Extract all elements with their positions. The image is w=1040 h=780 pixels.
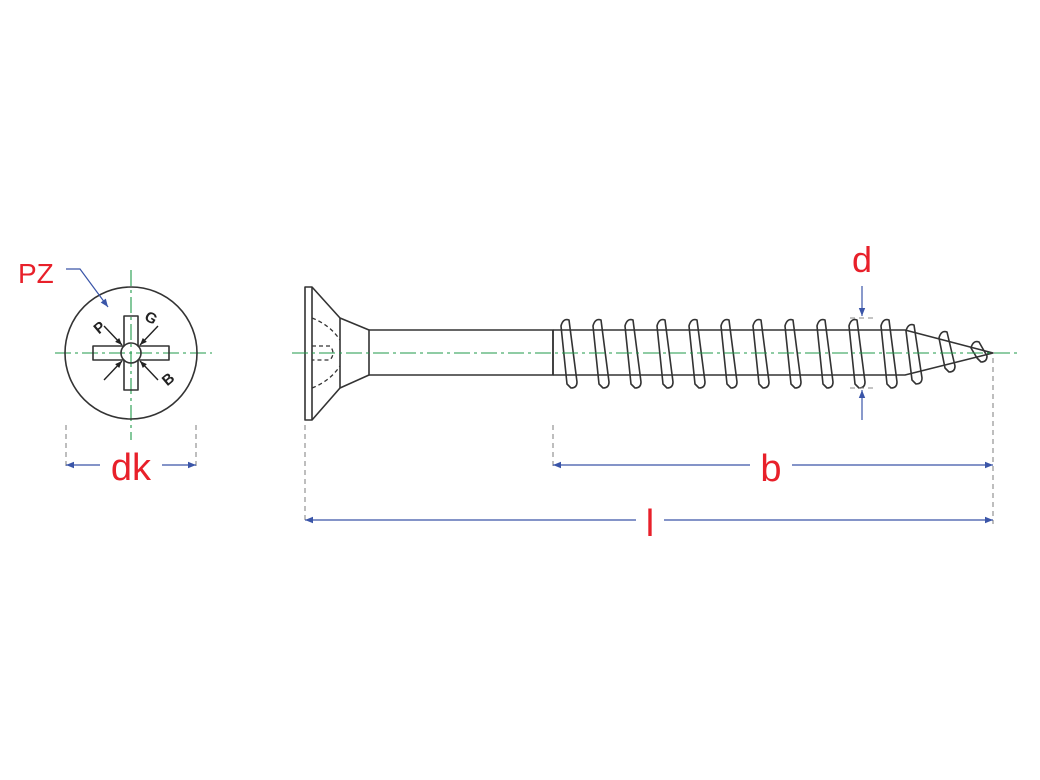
mark-p: P bbox=[91, 318, 110, 337]
drive-type-label: PZ bbox=[18, 258, 54, 289]
thread-crest bbox=[656, 318, 674, 389]
thread-crest bbox=[880, 318, 898, 389]
thread-crest bbox=[784, 318, 802, 389]
thread-crest bbox=[938, 330, 956, 373]
recess-hidden-lines bbox=[311, 317, 341, 389]
head-top-view: P G B PZ dk bbox=[18, 258, 212, 489]
thread-crest bbox=[592, 318, 610, 389]
thread-crest bbox=[816, 318, 834, 389]
screw-side-view: d b l bbox=[292, 239, 1020, 545]
head-diameter-label: dk bbox=[111, 447, 152, 489]
pozidriv-arrows bbox=[103, 325, 159, 381]
thread-crest bbox=[720, 318, 738, 389]
thread-length-label: b bbox=[760, 448, 781, 490]
threads bbox=[560, 318, 988, 389]
length-label: l bbox=[646, 503, 654, 545]
thread-crest bbox=[970, 340, 988, 363]
mark-g: G bbox=[142, 308, 161, 329]
mark-b: B bbox=[159, 369, 178, 389]
thread-crest bbox=[905, 323, 923, 385]
thread-crest bbox=[560, 318, 578, 389]
thread-crest bbox=[752, 318, 770, 389]
thread-diameter-label: d bbox=[852, 239, 872, 280]
drive-center bbox=[120, 342, 142, 364]
drive-leader-line bbox=[66, 268, 109, 308]
threaded-core bbox=[553, 329, 994, 376]
thread-crest bbox=[624, 318, 642, 389]
head-outline bbox=[64, 286, 198, 420]
thread-crest bbox=[688, 318, 706, 389]
